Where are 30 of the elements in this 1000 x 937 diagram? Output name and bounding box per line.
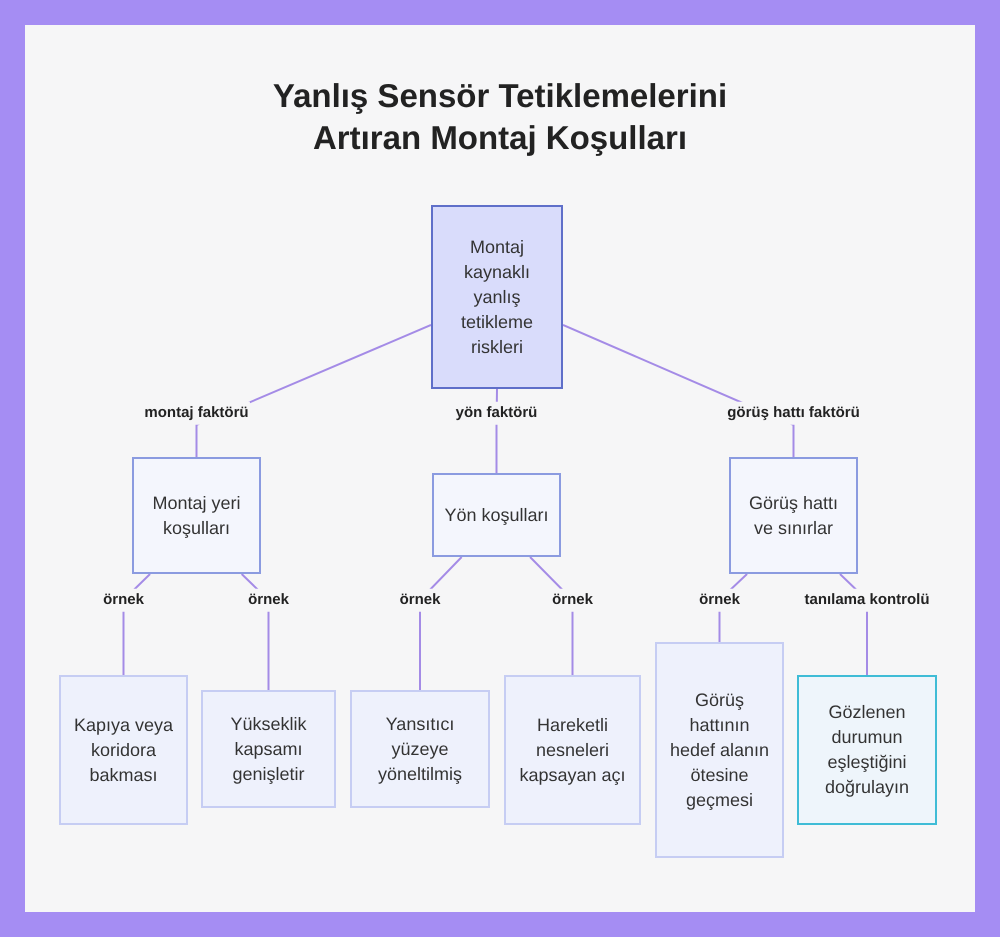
node-text: Yön koşulları	[444, 504, 549, 527]
node-text: Görüş hattı ve sınırlar	[748, 492, 840, 540]
concept-box	[431, 205, 563, 389]
edge-label: örnek	[247, 588, 290, 612]
edge-label: görüş hattı faktörü	[726, 402, 861, 424]
concept-box	[504, 675, 641, 825]
concept-box	[132, 457, 261, 574]
edge-label: örnek	[698, 588, 741, 612]
edge-label: örnek	[551, 588, 594, 612]
node-text: Montaj kaynaklı yanlış tetikleme riskleri	[460, 236, 534, 358]
concept-box	[729, 457, 858, 574]
concept-box	[201, 690, 336, 808]
edge-label: örnek	[102, 588, 145, 612]
concept-box	[350, 690, 490, 808]
node-text: Yükseklik kapsamı genişletir	[229, 712, 308, 786]
edge-label: yön faktörü	[454, 402, 538, 424]
edge-label: örnek	[398, 588, 442, 612]
concept-box	[797, 675, 937, 825]
edge-label: montaj faktörü	[143, 402, 250, 424]
title: Yanlış Sensör Tetiklemelerini Artıran Montaj Koşulları	[272, 76, 728, 158]
node-text: Yansıtıcı yüzeye yöneltilmiş	[376, 712, 464, 786]
concept-box	[432, 473, 561, 557]
node-text: Gözlenen durumun eşleştiğini doğrulayın	[824, 701, 910, 799]
concept-box	[59, 675, 188, 825]
edge-label: tanılama kontrolü	[803, 588, 931, 612]
node-text: Görüş hattının hedef alanın ötesine geçmesi	[668, 688, 770, 812]
concept-box	[655, 642, 784, 858]
node-text: Montaj yeri koşulları	[151, 492, 242, 540]
node-text: Hareketli nesneleri kapsayan açı	[518, 714, 627, 787]
node-text: Kapıya veya koridora bakması	[72, 714, 174, 786]
